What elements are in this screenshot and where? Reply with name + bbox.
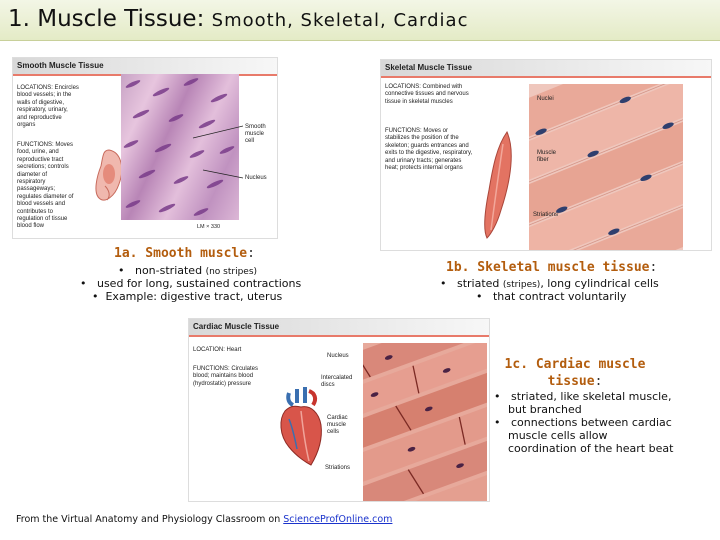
cardiac-heading: 1c. Cardiac muscle tissue: <box>500 356 650 390</box>
smooth-bullet-1-small: (no stripes) <box>205 267 258 277</box>
skeletal-label-nuclei: Nuclei <box>537 96 554 102</box>
smooth-bullet-3-text: Example: digestive tract, uterus <box>105 290 283 303</box>
smooth-magnification: LM × 330 <box>197 224 221 230</box>
smooth-label-nucleus: Nucleus <box>245 175 267 181</box>
smooth-info-function: FUNCTIONS: Moves food, urine, and reprod… <box>17 142 74 230</box>
smooth-bullet-1-main: non-striated <box>134 264 206 277</box>
cardiac-bullet-1: • striated, like skeletal muscle, but br… <box>494 390 672 416</box>
cardiac-muscle-panel: Cardiac Muscle Tissue LOCATION: Heart FU… <box>188 318 490 502</box>
cardiac-label-nucleus: Nucleus <box>327 353 349 359</box>
skeletal-bullet-2: • that contract voluntarily <box>476 290 627 303</box>
cardiac-heading-colon: : <box>594 374 603 389</box>
cardiac-panel-title: Cardiac Muscle Tissue <box>189 319 489 337</box>
skeletal-muscle-panel: Skeletal Muscle Tissue LOCATIONS: Combin… <box>380 59 712 251</box>
footer-credit: From the Virtual Anatomy and Physiology … <box>16 514 392 525</box>
smooth-bullet-2: • used for long, sustained contractions <box>80 277 302 290</box>
cardiac-micrograph <box>363 343 487 501</box>
slide-title-main: 1. Muscle Tissue: <box>8 6 205 32</box>
cardiac-fibers-pattern <box>363 343 487 501</box>
slide-title: 1. Muscle Tissue: Smooth, Skeletal, Card… <box>8 6 468 32</box>
smooth-leader-lines <box>192 125 244 179</box>
footer-link[interactable]: ScienceProfOnline.com <box>283 514 393 525</box>
skeletal-heading-text: 1b. Skeletal muscle tissue <box>446 260 650 275</box>
smooth-micrograph <box>121 74 239 220</box>
skeletal-bullet-1-rest: , long cylindrical cells <box>540 277 659 290</box>
cardiac-info-function: FUNCTIONS: Circulates blood; maintains b… <box>193 366 259 387</box>
cardiac-info-location: LOCATION: Heart <box>193 347 242 353</box>
smooth-organ-illustration <box>95 149 123 201</box>
smooth-heading: 1a. Smooth muscle: <box>114 246 255 261</box>
cardiac-bullet-1-text: striated, like skeletal muscle, but bran… <box>508 390 672 416</box>
skeletal-bullet-1-main: striated <box>456 277 503 290</box>
cardiac-bullet-2: • connections between cardiac muscle cel… <box>494 416 674 455</box>
smooth-bullet-2-text: used for long, sustained contractions <box>96 277 302 290</box>
skeletal-heading: 1b. Skeletal muscle tissue: <box>446 260 657 275</box>
skeletal-heading-colon: : <box>649 260 658 275</box>
smooth-bullet-3: • Example: digestive tract, uterus <box>92 290 283 303</box>
cardiac-label-striations: Striations <box>325 465 351 471</box>
skeletal-muscle-illustration <box>484 130 512 239</box>
skeletal-bullet-1-small: (stripes) <box>502 280 541 290</box>
skeletal-info-location: LOCATIONS: Combined with connective tiss… <box>385 84 469 105</box>
smooth-heading-text: 1a. Smooth muscle <box>114 246 248 261</box>
cardiac-label-discs: Intercalated discs <box>321 375 353 388</box>
heart-illustration <box>280 387 322 466</box>
smooth-label-cell: Smooth muscle cell <box>245 124 266 144</box>
skeletal-label-striations: Striations <box>533 212 559 218</box>
smooth-heading-colon: : <box>247 246 255 261</box>
title-bar: 1. Muscle Tissue: Smooth, Skeletal, Card… <box>0 0 720 41</box>
skeletal-bullet-2-text: that contract voluntarily <box>492 290 627 303</box>
smooth-bullet-1: • non-striated (no stripes) <box>118 264 258 277</box>
cardiac-heading-line2: tissue <box>547 374 595 389</box>
skeletal-info-function: FUNCTIONS: Moves or stabilizes the posit… <box>385 128 473 172</box>
skeletal-fibers-pattern <box>529 84 683 250</box>
skeletal-bullet-1: • striated (stripes), long cylindrical c… <box>440 277 659 290</box>
smooth-nuclei-pattern <box>123 78 235 216</box>
skeletal-label-fiber: Muscle fiber <box>537 150 557 163</box>
skeletal-micrograph <box>529 84 683 250</box>
skeletal-panel-title: Skeletal Muscle Tissue <box>381 60 711 78</box>
cardiac-label-cells: Cardiac muscle cells <box>327 415 348 435</box>
smooth-info-location: LOCATIONS: Encircles blood vessels; in t… <box>17 85 79 129</box>
cardiac-bullet-2-text: connections between cardiac muscle cells… <box>508 416 674 455</box>
smooth-muscle-panel: Smooth Muscle Tissue LOCATIONS: Encircle… <box>12 57 278 239</box>
slide-subtitle: Smooth, Skeletal, Cardiac <box>211 10 469 31</box>
cardiac-heading-line1: 1c. Cardiac muscle <box>504 357 646 372</box>
footer-text: From the Virtual Anatomy and Physiology … <box>16 514 284 525</box>
